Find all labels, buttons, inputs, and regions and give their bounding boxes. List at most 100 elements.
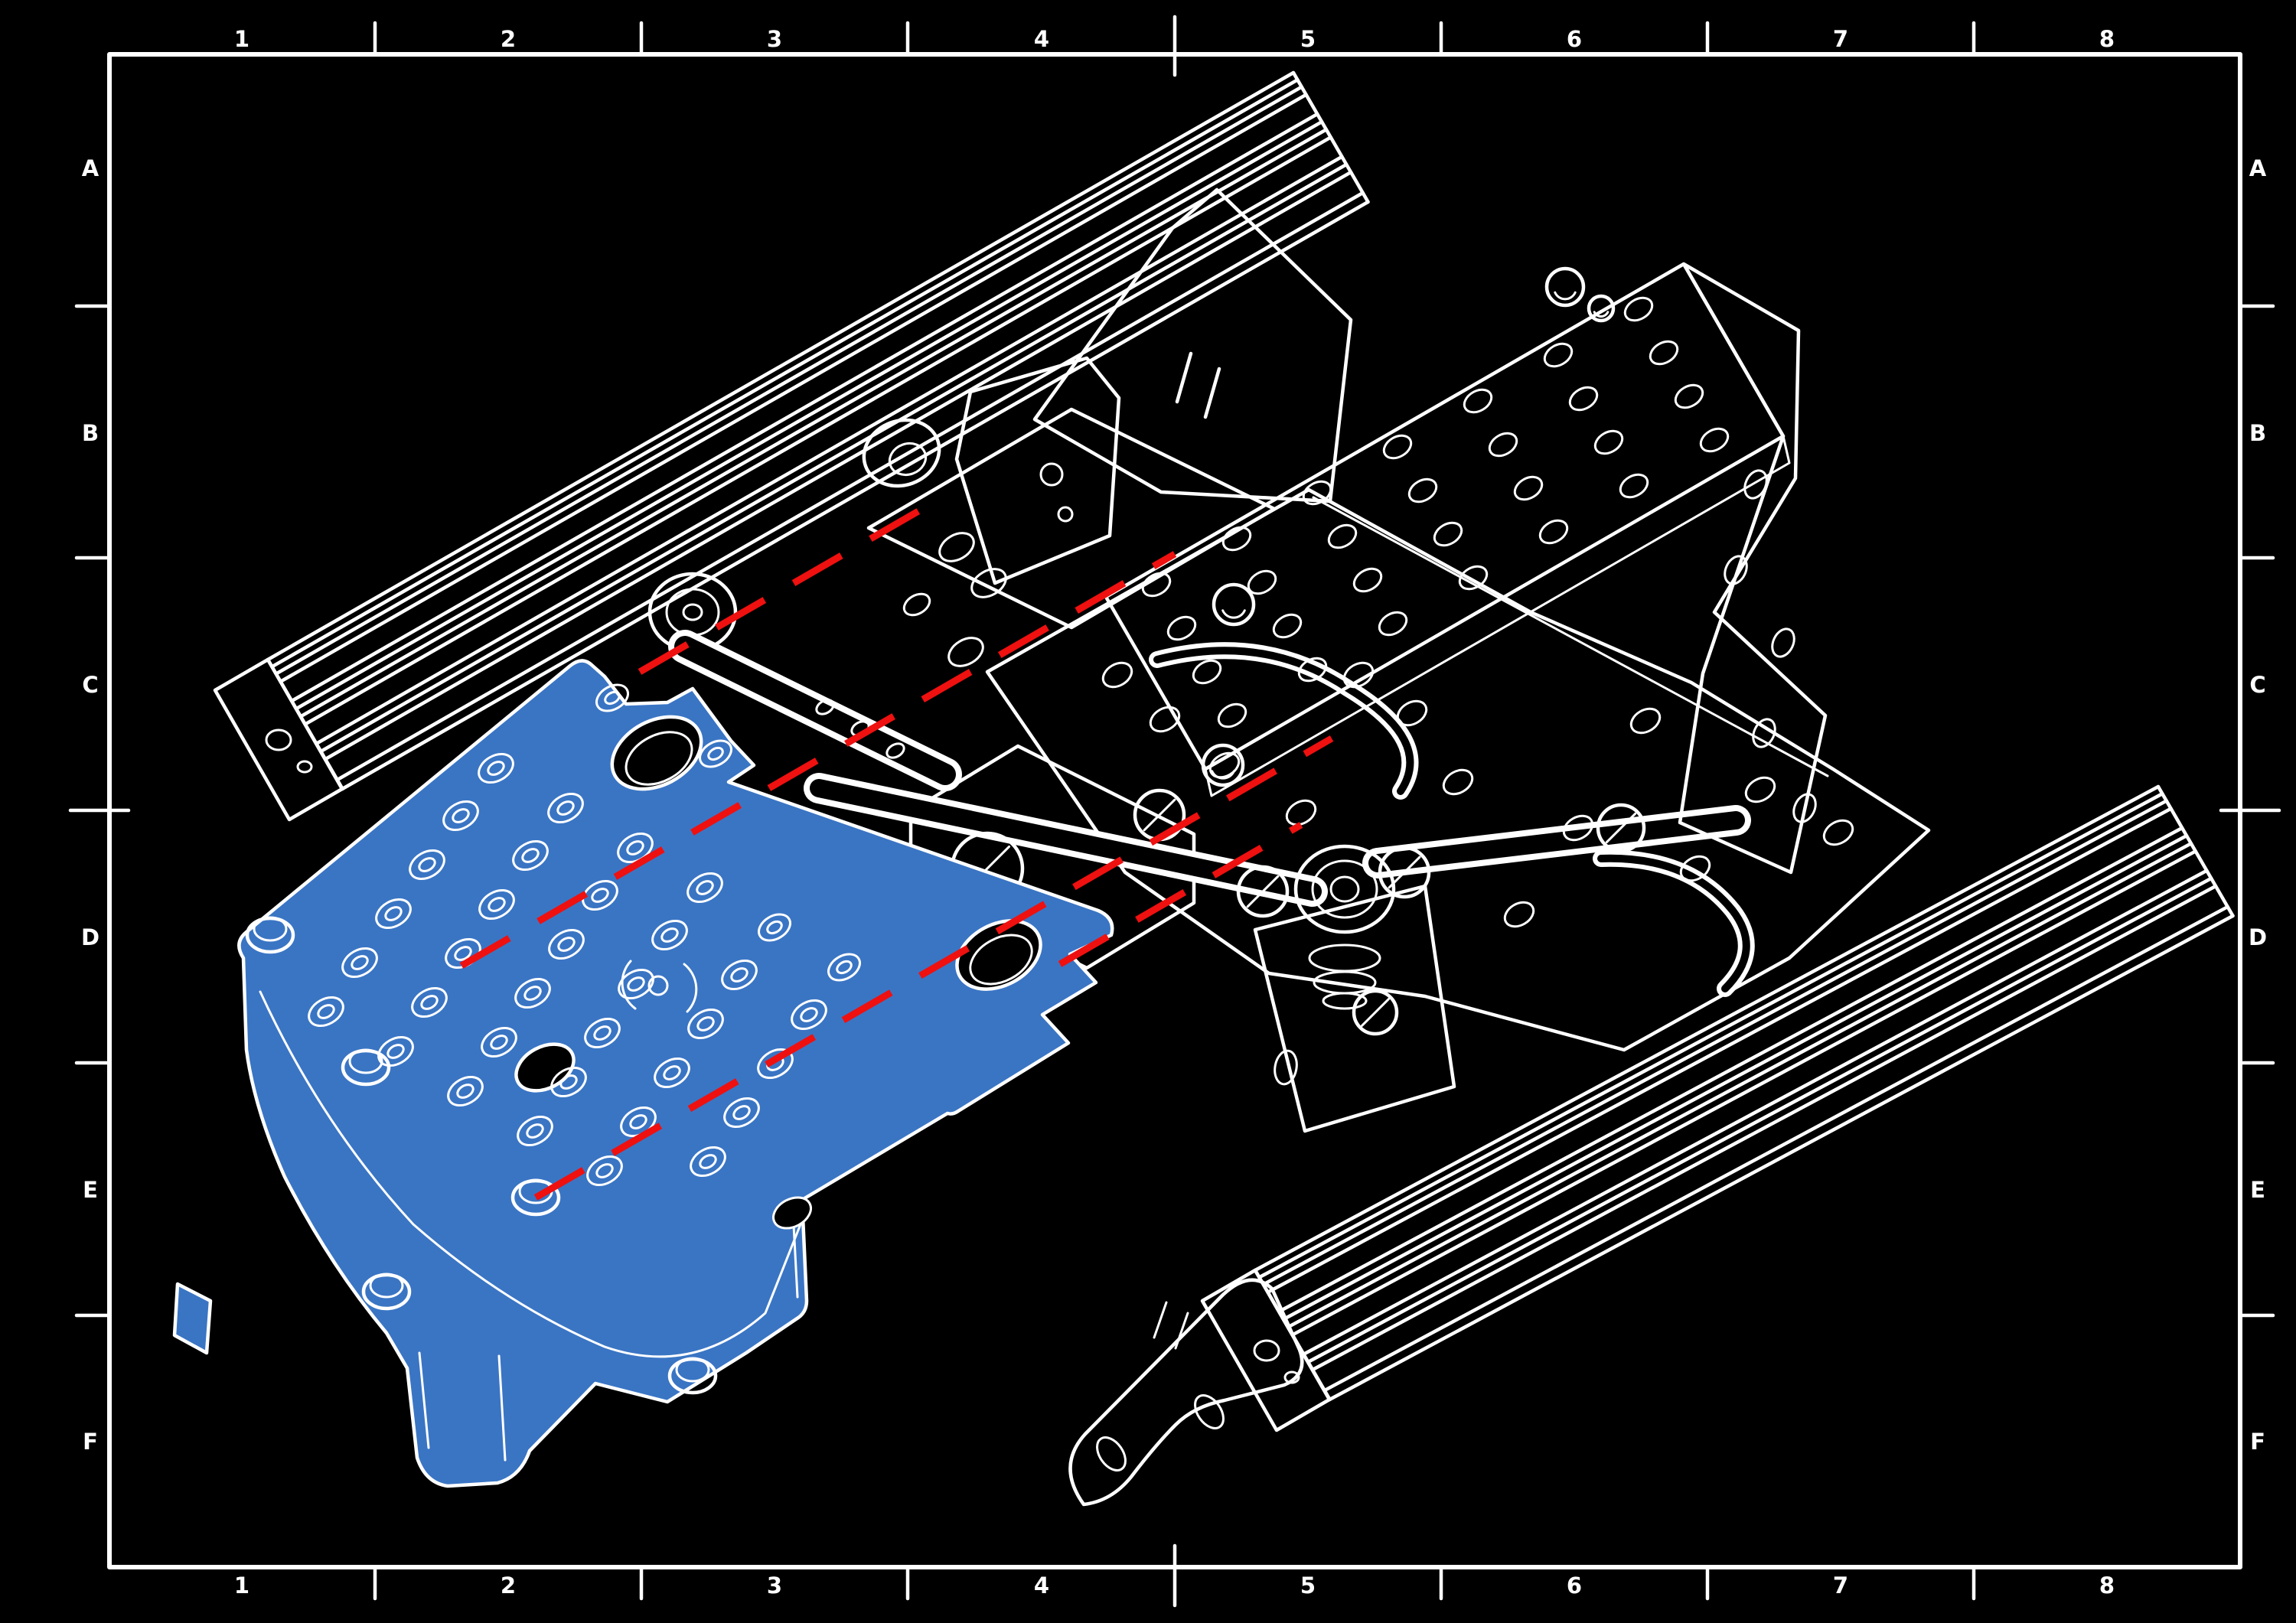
countersunk-hole-inner: [660, 927, 679, 943]
perforation-hole: [1297, 657, 1328, 683]
col-label-top: 1: [234, 26, 249, 52]
deck-hole: [1562, 814, 1594, 842]
rod-end-bore: [888, 442, 928, 477]
large-cutout-inner: [625, 731, 693, 786]
countersunk-hole: [723, 1097, 760, 1129]
perforation-hole: [1302, 480, 1332, 506]
rail-groove-line: [298, 128, 1329, 719]
rail-groove-line: [1302, 869, 2209, 1357]
perforation-hole: [1463, 388, 1493, 414]
perforation-hole: [1247, 569, 1277, 595]
side-plate-hole: [1771, 627, 1795, 658]
perforation-holes: [1141, 296, 1730, 728]
countersunk-hole-inner: [800, 1007, 818, 1022]
deck-edge-line: [1312, 496, 1829, 777]
deck-hole: [1679, 855, 1711, 882]
countersunk-hole: [699, 739, 732, 768]
col-label-bottom: 4: [1034, 1572, 1049, 1599]
countersunk-hole: [517, 1115, 553, 1147]
bracket-flange: [1204, 435, 1791, 797]
boss-dome: [348, 1048, 383, 1074]
base-plate-highlighted: [172, 659, 1114, 1488]
perforation-hole: [1649, 340, 1679, 366]
grid-ticks: [68, 15, 2281, 1608]
extrusion-rail-left: [213, 70, 1370, 822]
row-label-left: C: [82, 672, 98, 698]
screw-head: [1378, 846, 1431, 899]
col-label-top: 8: [2099, 26, 2115, 52]
countersunk-hole: [618, 968, 654, 1000]
perforation-hole: [1217, 702, 1247, 728]
perforation-hole: [1543, 342, 1574, 368]
explode-line: [1058, 822, 1303, 967]
countersunk-hole: [757, 1048, 794, 1080]
countersunk-hole: [478, 888, 515, 921]
dome-bolts: [1201, 266, 1616, 787]
screw-head: [1352, 989, 1399, 1036]
countersunk-hole-inner: [556, 800, 575, 816]
countersunk-hole: [791, 999, 827, 1031]
countersunk-hole: [687, 1008, 724, 1040]
exploded-assembly: [172, 70, 2235, 1507]
countersunk-hole-inner: [488, 897, 506, 912]
countersunk-hole-inner: [557, 937, 576, 952]
col-label-bottom: 3: [767, 1572, 782, 1599]
link-arm-core: [1368, 811, 1745, 872]
col-label-bottom: 7: [1833, 1572, 1848, 1599]
cable-hooks: [1149, 642, 1755, 997]
countersunk-hole: [442, 800, 479, 832]
countersunk-hole: [654, 1057, 690, 1089]
countersunk-hole-inner: [456, 1084, 475, 1099]
base-plate-rear-leg: [172, 1282, 213, 1355]
perforation-hole: [1272, 613, 1303, 639]
rail-groove-line: [315, 155, 1344, 746]
mark-dot: [647, 975, 669, 996]
pivot-washer-stack: [1293, 844, 1396, 1010]
ball-joint-inner: [665, 588, 720, 637]
row-label-right: C: [2249, 672, 2265, 698]
rail-groove-line: [1277, 826, 2184, 1314]
rail-groove-line: [1286, 842, 2193, 1329]
screw-head: [1236, 865, 1290, 918]
dome-bolt: [1212, 582, 1256, 627]
countersunk-hole: [550, 1066, 587, 1098]
countersunk-hole-inner: [384, 906, 403, 921]
perforation-hole: [1593, 429, 1624, 455]
row-label-left: A: [82, 155, 99, 181]
rail-groove-line: [279, 93, 1308, 683]
dome-bolt-shine: [1593, 311, 1609, 318]
side-plate-hole: [1792, 793, 1817, 823]
row-label-right: F: [2250, 1429, 2265, 1455]
washer: [1322, 992, 1368, 1010]
pivot-pin: [1329, 875, 1360, 903]
boss-dome: [253, 916, 288, 942]
countersunk-hole-inner: [663, 1065, 681, 1080]
perforated-bracket: [1104, 262, 1828, 875]
col-label-top: 3: [767, 26, 782, 52]
explode-line: [533, 735, 1334, 1201]
rail-end-bore: [265, 728, 292, 751]
sheet-frame: [68, 15, 2281, 1608]
panel-slots: [1175, 351, 1221, 419]
large-cutout-inner: [969, 934, 1033, 986]
wing-hole: [902, 592, 931, 617]
rail-end-edge: [2156, 784, 2235, 918]
motor-bracket: [1253, 884, 1456, 1133]
mark-parens: [621, 960, 698, 1013]
perforation-hole: [1166, 615, 1197, 641]
countersunk-hole-inner: [732, 1105, 751, 1120]
countersunk-hole-inner: [699, 1154, 717, 1169]
rail-groove-line: [318, 162, 1349, 754]
countersunk-hole: [595, 683, 629, 712]
deck-hole: [1744, 776, 1776, 803]
countersunk-hole-inner: [707, 746, 724, 761]
countersunk-hole-inner: [420, 995, 439, 1010]
screw-head: [1596, 803, 1646, 853]
bracket-hole: [1096, 1436, 1127, 1471]
rail-groove-line: [1322, 904, 2229, 1393]
rail-groove-line: [1310, 884, 2218, 1372]
arm-hole: [815, 699, 835, 715]
screw-slot: [1143, 798, 1176, 832]
row-label-left: D: [81, 924, 99, 950]
